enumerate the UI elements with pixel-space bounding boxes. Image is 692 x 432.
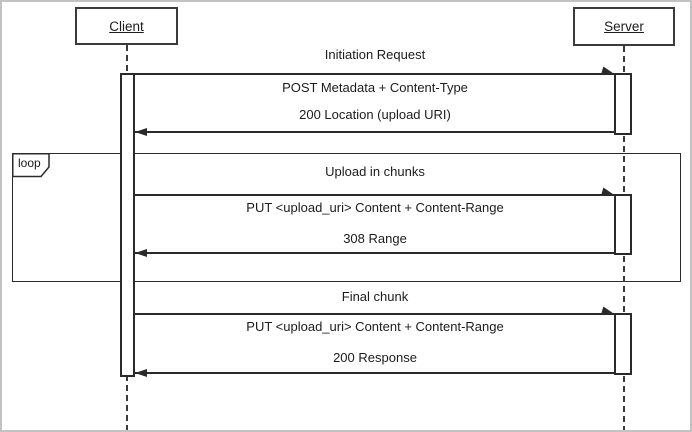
loop-fragment-frame (12, 153, 681, 282)
message-label-put-final: PUT <upload_uri> Content + Content-Range (246, 319, 504, 334)
server-activation-bar-2 (614, 194, 632, 255)
actor-client-box: Client (75, 7, 178, 45)
section-title-upload-chunks: Upload in chunks (325, 164, 425, 179)
server-activation-bar-3 (614, 313, 632, 375)
message-line-200-response (135, 372, 615, 374)
actor-server-label: Server (604, 19, 644, 34)
message-line-post (135, 73, 615, 75)
actor-client-label: Client (109, 18, 144, 34)
client-activation-bar (120, 73, 135, 377)
section-title-final-chunk: Final chunk (341, 289, 409, 304)
actor-server-box: Server (573, 7, 675, 46)
message-label-200-response: 200 Response (333, 350, 417, 365)
message-label-308-range: 308 Range (343, 231, 407, 246)
loop-tag-label: loop (18, 156, 41, 170)
message-line-put-chunk (135, 194, 615, 196)
arrowhead-right-icon (601, 306, 615, 318)
arrowhead-left-icon (135, 128, 147, 136)
arrowhead-left-icon (135, 249, 147, 257)
server-activation-bar-1 (614, 73, 632, 135)
loop-tag-shape (12, 153, 50, 178)
message-line-put-final (135, 313, 615, 315)
message-label-post: POST Metadata + Content-Type (282, 80, 468, 95)
message-label-location: 200 Location (upload URI) (299, 107, 451, 122)
message-line-308-range (135, 252, 615, 254)
message-line-location (135, 131, 615, 133)
arrowhead-left-icon (135, 369, 147, 377)
message-label-put-chunk: PUT <upload_uri> Content + Content-Range (246, 200, 504, 215)
section-title-initiation: Initiation Request (324, 47, 426, 62)
arrowhead-right-icon (601, 66, 615, 78)
